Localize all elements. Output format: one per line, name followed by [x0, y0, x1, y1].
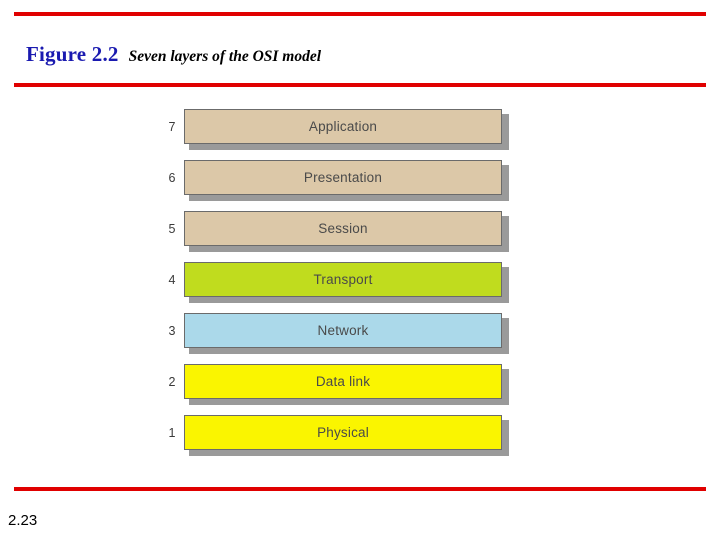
layer-number-6: 6: [168, 171, 176, 185]
layer-bar-session[interactable]: Session: [184, 211, 502, 246]
layer-number-2: 2: [168, 375, 176, 389]
layer-bar-physical[interactable]: Physical: [184, 415, 502, 450]
layer-bar-transport[interactable]: Transport: [184, 262, 502, 297]
figure-number: Figure 2.2: [26, 42, 119, 66]
layer-bar-application[interactable]: Application: [184, 109, 502, 144]
layer-label-presentation: Presentation: [303, 170, 383, 185]
layer-row-3: 3 Network: [160, 312, 510, 363]
layer-number-7: 7: [168, 120, 176, 134]
figure-title: Figure 2.2 Seven layers of the OSI model: [26, 42, 321, 67]
layer-number-4: 4: [168, 273, 176, 287]
page-number: 2.23: [8, 512, 38, 529]
layer-row-7: 7 Application: [160, 108, 510, 159]
layer-label-transport: Transport: [313, 272, 373, 287]
layer-label-network: Network: [317, 323, 369, 338]
layer-number-3: 3: [168, 324, 176, 338]
top-red-rule: [14, 12, 706, 16]
layer-label-session: Session: [318, 221, 368, 236]
figure-caption: Seven layers of the OSI model: [128, 48, 322, 65]
layer-bar-network[interactable]: Network: [184, 313, 502, 348]
layer-row-1: 1 Physical: [160, 414, 510, 465]
layer-label-physical: Physical: [317, 425, 369, 440]
layer-bar-data-link[interactable]: Data link: [184, 364, 502, 399]
layer-number-1: 1: [168, 426, 176, 440]
layer-row-5: 5 Session: [160, 210, 510, 261]
layer-bar-presentation[interactable]: Presentation: [184, 160, 502, 195]
layer-label-application: Application: [308, 119, 378, 134]
layer-row-6: 6 Presentation: [160, 159, 510, 210]
bottom-red-rule: [14, 487, 706, 491]
layer-number-5: 5: [168, 222, 176, 236]
osi-layer-diagram: 7 Application 6 Presentation 5 Session 4…: [160, 108, 510, 465]
layer-label-data-link: Data link: [315, 374, 371, 389]
header-red-rule: [14, 83, 706, 87]
layer-row-2: 2 Data link: [160, 363, 510, 414]
layer-row-4: 4 Transport: [160, 261, 510, 312]
